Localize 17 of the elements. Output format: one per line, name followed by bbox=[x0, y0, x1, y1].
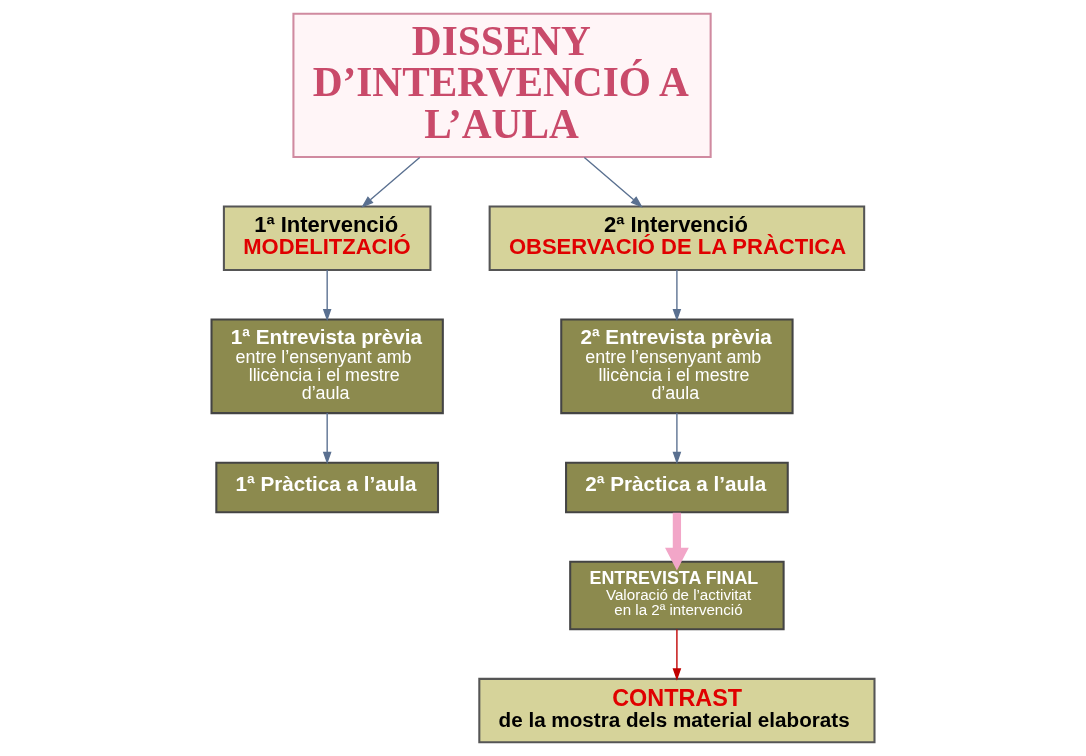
arrow bbox=[361, 156, 421, 208]
arrow bbox=[672, 269, 682, 322]
node-box: 2ª Intervenció OBSERVACIÓ DE LA PRÀCTICA bbox=[488, 205, 866, 271]
arrow bbox=[322, 269, 332, 322]
arrow bbox=[583, 156, 643, 208]
arrow bbox=[665, 512, 689, 571]
node-box: ENTREVISTA FINAL Valoració de l’activitat en la 2ª intervenció bbox=[569, 560, 785, 631]
arrow bbox=[322, 412, 332, 465]
node-box: DISSENY D’INTERVENCIÓ A L’AULA bbox=[292, 12, 712, 159]
node-box: 1ª Pràctica a l’aula bbox=[215, 461, 440, 514]
arrow bbox=[672, 628, 682, 681]
node-box: 2ª Entrevista prèvia entre l’ensenyant amb llicència i el mestre d’aula bbox=[560, 318, 794, 415]
node-box: 1ª Entrevista prèvia entre l’ensenyant amb llicència i el mestre d’aula bbox=[210, 318, 444, 415]
node-box: 2ª Pràctica a l’aula bbox=[565, 461, 789, 514]
arrow bbox=[672, 412, 682, 465]
node-box: 1ª Intervenció MODELITZACIÓ bbox=[222, 205, 432, 271]
node-box: CONTRAST de la mostra dels material elaborats bbox=[478, 677, 876, 744]
